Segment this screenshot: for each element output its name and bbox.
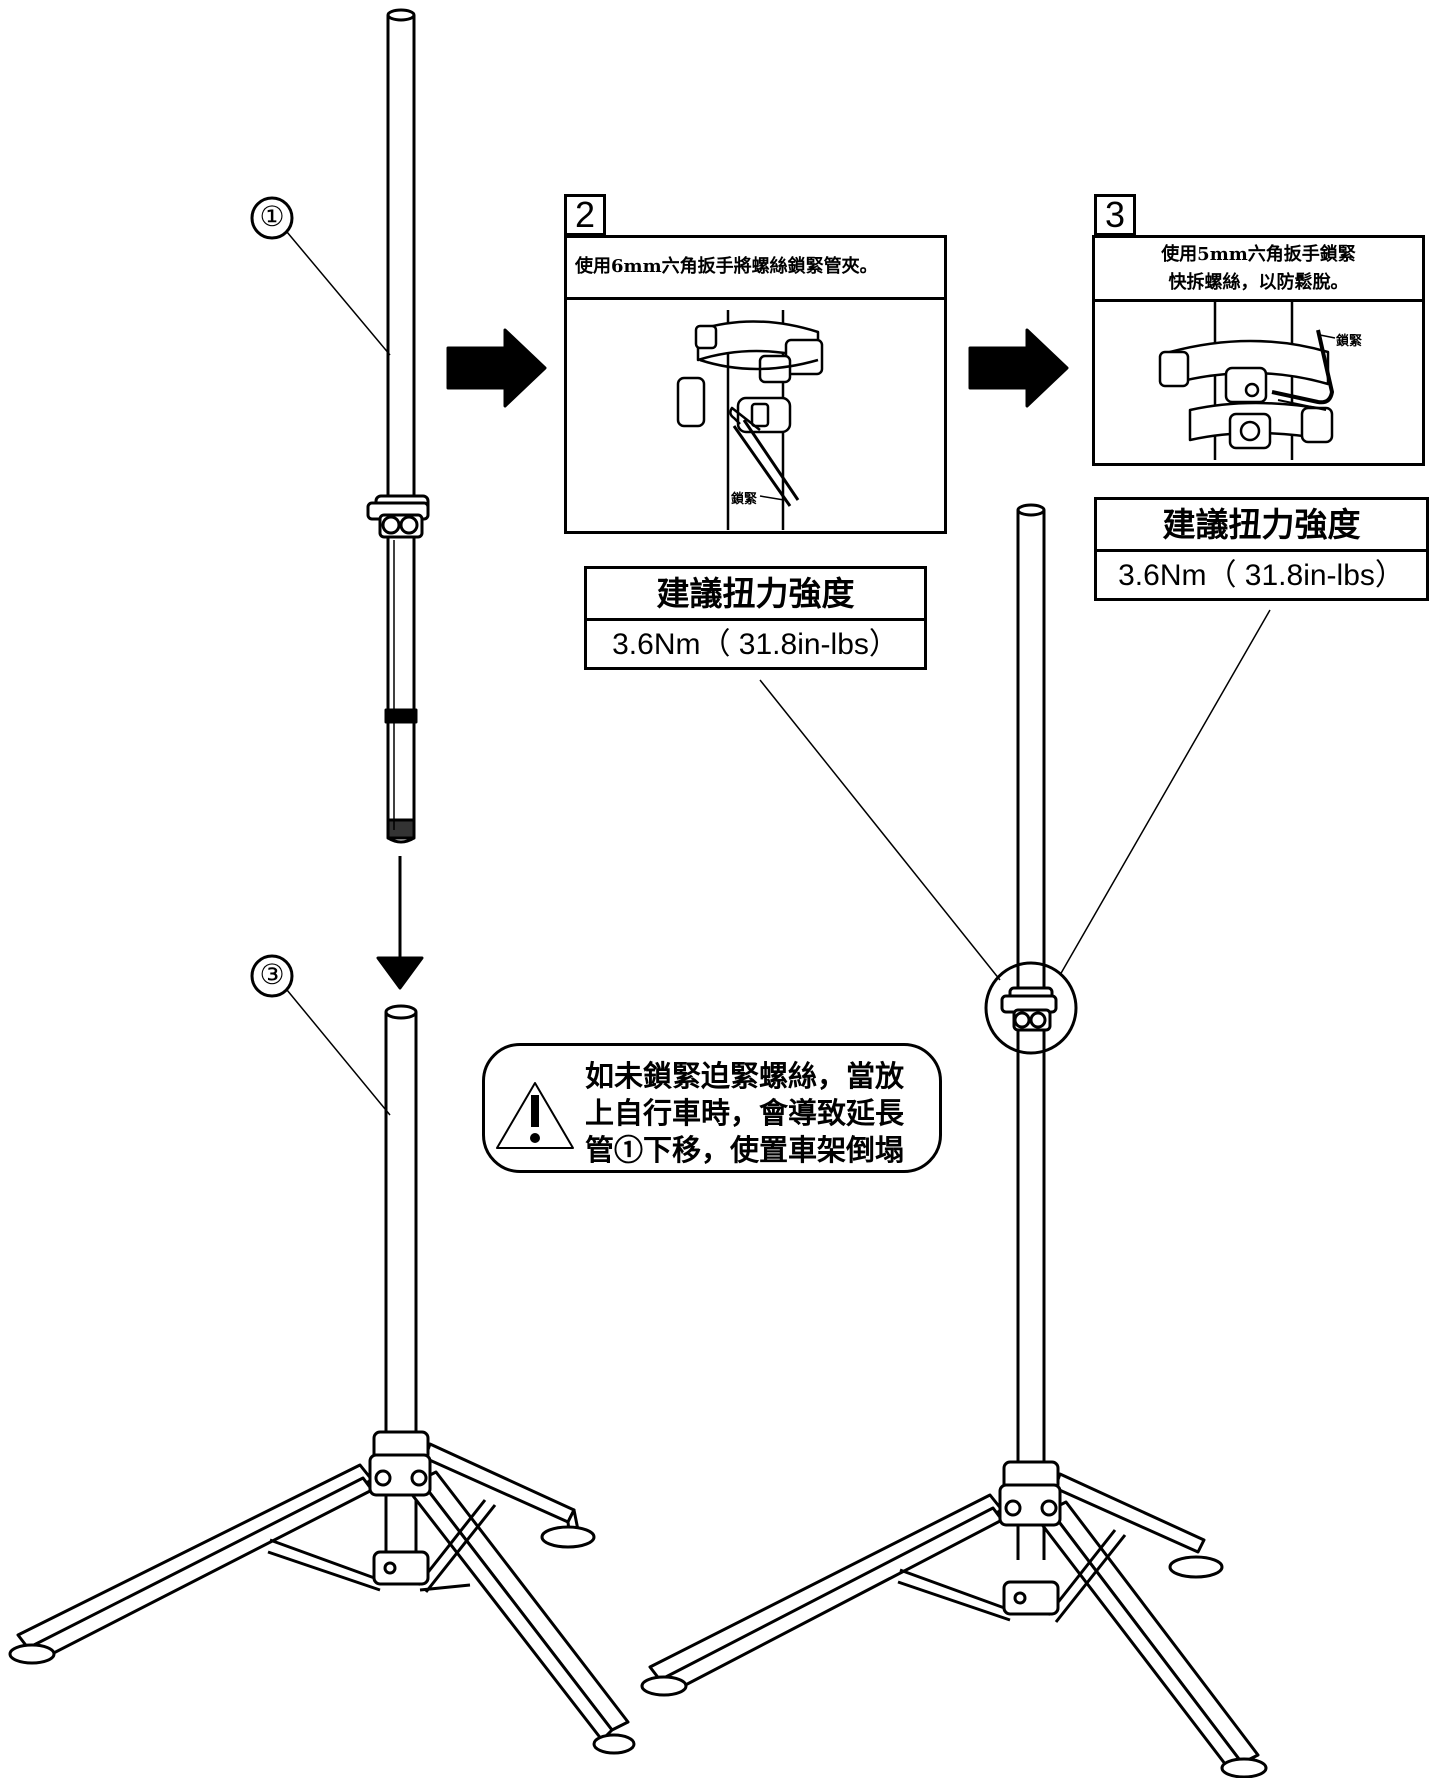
torque-right-title: 建議扭力強度	[1097, 500, 1426, 552]
tripod-left	[8, 1430, 636, 1755]
step3-clamp-illustration	[1158, 300, 1336, 460]
warning-triangle-icon	[496, 1082, 574, 1149]
step3-box: 使用5mm六角扳手鎖緊 快拆螺絲，以防鬆脫。	[1092, 235, 1425, 466]
callout-part1-label: ①	[259, 200, 285, 233]
insert-down-arrow	[376, 856, 424, 990]
tripod-right	[640, 1460, 1268, 1778]
step3-instruction-line2: 快拆螺絲，以防鬆脫。	[1168, 272, 1349, 293]
step3-tighten-label: 鎖緊	[1336, 334, 1363, 349]
torque-box-left: 建議扭力強度 3.6Nm（ 31.8in-lbs）	[584, 566, 927, 670]
step-arrow-2	[968, 328, 1069, 408]
torque-right-value: 3.6Nm（ 31.8in-lbs）	[1118, 559, 1405, 592]
torque-left-value: 3.6Nm（ 31.8in-lbs）	[612, 628, 899, 661]
magnifier-circle	[984, 961, 1078, 1055]
callout-part3-label: ③	[259, 958, 285, 991]
step3-number: 3	[1094, 194, 1136, 236]
tube-clamp-upper	[366, 494, 430, 539]
torque-box-right: 建議扭力強度 3.6Nm（ 31.8in-lbs）	[1094, 497, 1429, 601]
step2-instruction: 使用6mm六角扳手將螺絲鎖緊管夾。	[567, 238, 944, 300]
torque-left-title: 建議扭力強度	[587, 569, 924, 621]
extension-tube-part1	[384, 8, 418, 844]
step2-box: 使用6mm六角扳手將螺絲鎖緊管夾。	[564, 235, 947, 534]
step2-tighten-label: 鎖緊	[731, 492, 758, 507]
step3-instruction-line1: 使用5mm六角扳手鎖緊	[1161, 244, 1356, 265]
callout-circle-part1	[250, 196, 294, 240]
step2-number: 2	[564, 194, 606, 236]
warning-text: 如未鎖緊迫緊螺絲，當放 上自行車時，會導致延長 管①下移，使置車架倒塌	[585, 1059, 905, 1167]
callout-circle-part3	[250, 954, 294, 998]
step-arrow-1	[446, 328, 547, 408]
warning-box: 如未鎖緊迫緊螺絲，當放 上自行車時，會導致延長 管①下移，使置車架倒塌	[482, 1043, 942, 1173]
step2-clamp-illustration	[676, 310, 824, 530]
step3-instruction: 使用5mm六角扳手鎖緊 快拆螺絲，以防鬆脫。	[1095, 238, 1422, 302]
